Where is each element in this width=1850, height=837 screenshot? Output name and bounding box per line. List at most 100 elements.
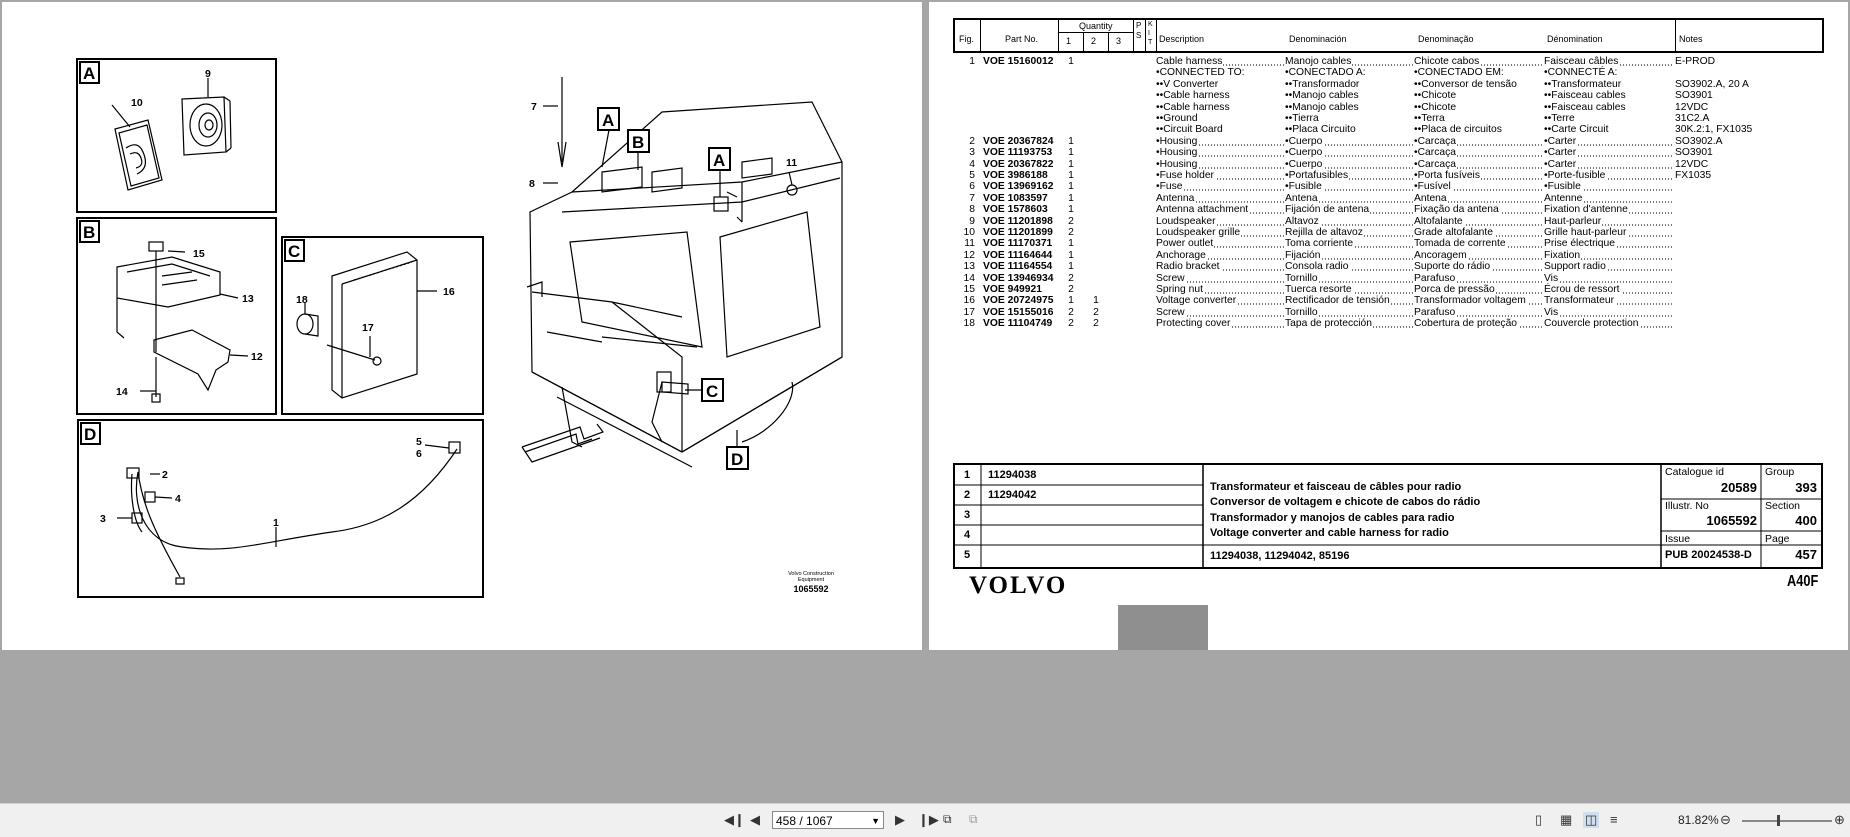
callout-13: 13: [242, 293, 254, 305]
cell-pn: VOE 11201898: [983, 215, 1053, 227]
callout-16: 16: [443, 286, 455, 298]
overlay-box: [1118, 605, 1208, 650]
next-page-icon[interactable]: ▶: [895, 812, 905, 827]
cell-pn: VOE 11164554: [983, 261, 1053, 273]
cell-dp: Chicote cabos: [1414, 55, 1542, 68]
cell-d: Screw: [1156, 271, 1284, 285]
extract-page-icon[interactable]: ⧉: [943, 812, 952, 826]
cell-dp: ••Conversor de tensão: [1414, 78, 1517, 90]
cell-dp: •Carcaça: [1414, 134, 1542, 148]
cell-den: Antena: [1285, 191, 1413, 205]
header-denominacao: Denominação: [1418, 34, 1474, 44]
cell-q1: 1: [1068, 158, 1074, 170]
loudspeaker-grille-drawing: [114, 119, 163, 191]
cell-dp: Antena: [1414, 191, 1542, 205]
cell-d: Radio bracket: [1156, 260, 1284, 274]
cell-pn: VOE 1083597: [983, 192, 1048, 204]
cell-n: E-PROD: [1675, 56, 1716, 67]
cell-fig: 12: [963, 249, 975, 261]
header-notes: Notes: [1679, 34, 1703, 44]
voltage-converter-drawing: [296, 251, 418, 399]
cell-d: •Housing: [1156, 157, 1284, 171]
zoom-out-icon[interactable]: ⊖: [1720, 812, 1731, 827]
left-page-diagram: A B C D A B A C D 7 8 11 9 10 15 13 12 1…: [2, 2, 922, 650]
cell-fig: 7: [969, 192, 975, 204]
page-label: Page: [1765, 533, 1790, 545]
cell-dp: Suporte do rádio: [1414, 260, 1542, 274]
scroll-view-icon[interactable]: ≡: [1610, 812, 1618, 827]
cell-n: 31C2.A: [1675, 113, 1710, 124]
cell-den: Consola radio: [1285, 260, 1413, 274]
cell-q1: 2: [1068, 284, 1074, 295]
page-number-input[interactable]: 458 / 1067▼: [772, 811, 884, 829]
section-value: 400: [1795, 513, 1817, 528]
cell-den: Rejilla de altavoz: [1285, 226, 1413, 239]
title-fr: Transformateur et faisceau de câbles pou…: [1210, 481, 1462, 493]
catalogue-value: 20589: [1720, 480, 1757, 495]
cell-q1: 1: [1068, 147, 1074, 159]
title-block-index: 3: [964, 509, 971, 521]
callout-12: 12: [251, 351, 263, 363]
cell-dp: Transformador voltagem: [1414, 294, 1542, 308]
cell-den: •Cuerpo: [1285, 134, 1413, 148]
page-value: 457: [1795, 547, 1817, 562]
cell-dp: ••Chicote: [1414, 90, 1457, 102]
cell-den: •Cuerpo: [1285, 157, 1413, 171]
last-page-icon[interactable]: ❙▶: [918, 812, 939, 827]
page-dropdown-icon[interactable]: ▼: [871, 816, 880, 826]
callout-2: 2: [162, 469, 168, 481]
panel-c-frame: [281, 236, 484, 415]
cell-n: 12VDC: [1675, 158, 1709, 170]
cell-pn: VOE 20724975: [983, 295, 1054, 307]
callout-3: 3: [100, 513, 106, 525]
title-block-index: 4: [964, 529, 971, 541]
previous-page-icon[interactable]: ◀: [750, 812, 760, 827]
cell-q1: 1: [1068, 170, 1074, 181]
single-page-view-icon[interactable]: ▯: [1535, 812, 1543, 827]
cell-q1: 2: [1068, 272, 1074, 284]
drawing-number: 1065592: [793, 584, 828, 594]
cell-fig: 1: [969, 56, 975, 67]
cell-d: Antenna attachment: [1156, 203, 1284, 217]
two-page-view-icon[interactable]: ◫: [1583, 812, 1600, 828]
first-page-icon[interactable]: ◀❙: [724, 812, 745, 827]
callout-1: 1: [273, 517, 279, 529]
header-denomination: Dénomination: [1547, 34, 1603, 44]
cell-n: FX1035: [1675, 170, 1712, 181]
cell-fig: 8: [969, 204, 975, 216]
cell-pn: VOE 11193753: [983, 147, 1053, 159]
cell-d: Loudspeaker grille: [1156, 226, 1284, 239]
zoom-slider-thumb[interactable]: [1777, 815, 1780, 826]
cell-n: 30K.2:1, FX1035: [1675, 124, 1753, 136]
cell-q1: 2: [1068, 306, 1074, 318]
panel-d-frame: [77, 419, 484, 598]
cell-pn: VOE 13946934: [983, 272, 1054, 284]
cell-pn: VOE 11104749: [983, 318, 1053, 330]
section-label: Section: [1765, 500, 1801, 512]
cell-dp: Ancoragem: [1414, 248, 1542, 262]
cell-fig: 9: [969, 215, 975, 227]
callout-11: 11: [786, 157, 797, 169]
cell-n: SO3902.A, 20 A: [1675, 78, 1749, 90]
header-ps: P S: [1136, 21, 1142, 40]
cell-den: •Portafusibles: [1285, 169, 1413, 182]
title-block-index: 5: [964, 549, 971, 561]
illustr-value: 1065592: [1706, 513, 1757, 528]
copy-pages-icon[interactable]: ⧉: [969, 812, 978, 826]
zoom-in-icon[interactable]: ⊕: [1834, 812, 1845, 827]
cell-den: Tornillo: [1285, 271, 1413, 285]
cell-df: Vis: [1544, 305, 1672, 319]
zoom-slider[interactable]: [1742, 820, 1832, 822]
cell-fig: 10: [963, 227, 975, 238]
cell-pn: VOE 13969162: [983, 181, 1054, 193]
cell-dp: •Carcaça: [1414, 157, 1542, 171]
illustr-label: Illustr. No: [1665, 500, 1709, 512]
continuous-view-icon[interactable]: ▦: [1560, 812, 1573, 827]
title-block-number: 11294038: [988, 469, 1037, 481]
